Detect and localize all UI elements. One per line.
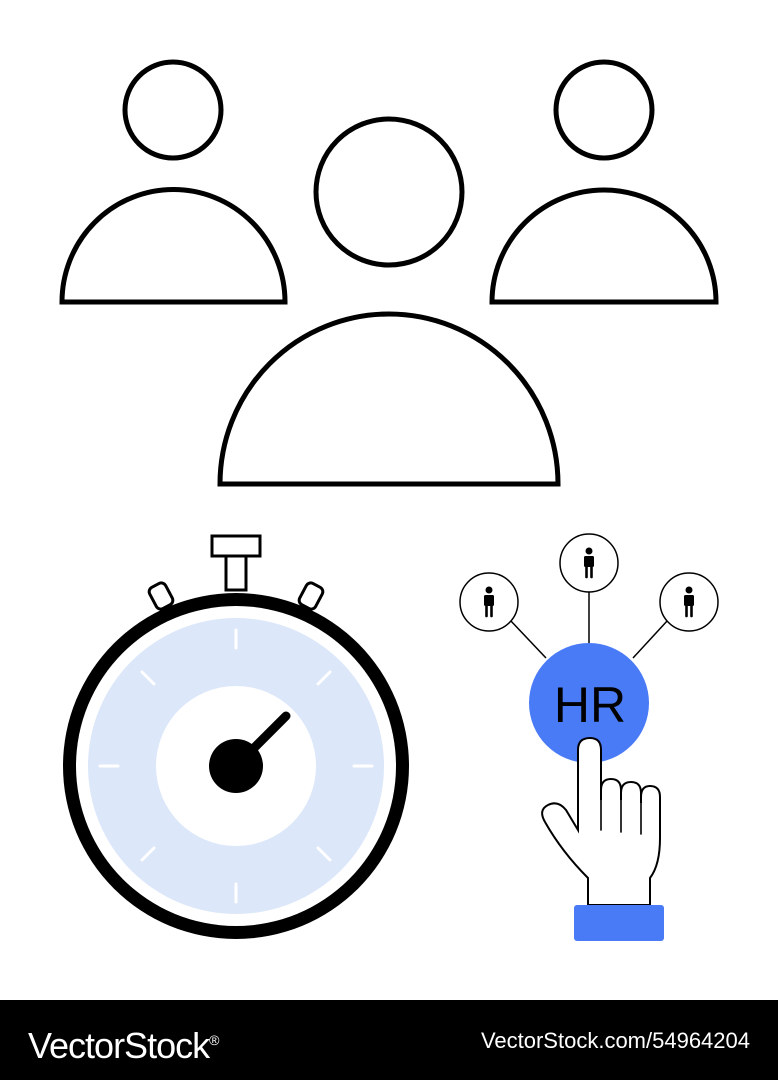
stopwatch-center-hub bbox=[209, 739, 263, 793]
team-group-icon bbox=[59, 59, 719, 487]
brand-logo[interactable]: VectorStock® bbox=[28, 1018, 219, 1068]
hand-cuff bbox=[574, 905, 664, 941]
footer-bar: VectorStock® VectorStock.com/54964204 bbox=[0, 1000, 778, 1080]
stopwatch-stem bbox=[224, 554, 248, 592]
person-left-icon bbox=[59, 59, 288, 305]
hr-button-label: HR bbox=[554, 677, 626, 733]
person-right-icon bbox=[489, 59, 719, 305]
hr-button bbox=[529, 643, 649, 763]
stopwatch-right-button bbox=[297, 581, 325, 611]
brand-registered-mark: ® bbox=[209, 1032, 219, 1048]
person-node-icon bbox=[459, 572, 519, 632]
stock-image-id[interactable]: VectorStock.com/54964204 bbox=[480, 1028, 750, 1053]
pointing-hand-icon bbox=[541, 736, 664, 941]
stopwatch-icon bbox=[63, 534, 409, 939]
person-node-icon bbox=[559, 533, 619, 593]
brand-name: VectorStock bbox=[28, 1025, 210, 1066]
hr-network-icon: HR bbox=[459, 533, 719, 941]
stopwatch-ticks bbox=[98, 628, 374, 904]
person-center-icon bbox=[217, 116, 561, 487]
stopwatch-left-button bbox=[147, 581, 175, 611]
stopwatch-crown bbox=[210, 534, 262, 558]
person-node-icon bbox=[659, 572, 719, 632]
illustration: HR bbox=[59, 59, 719, 941]
